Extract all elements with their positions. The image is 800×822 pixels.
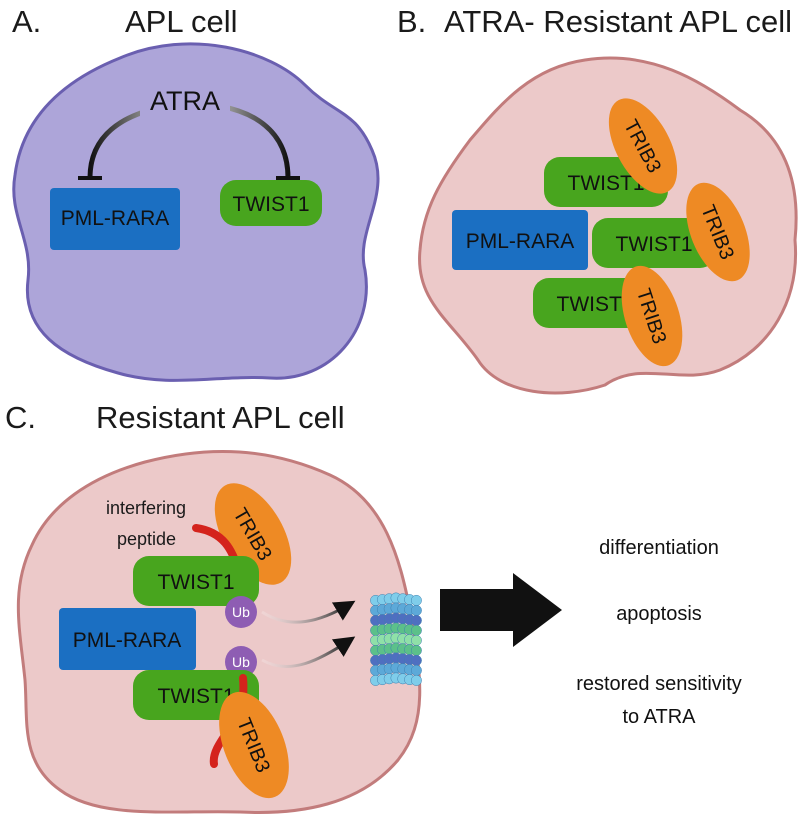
outcome-to-atra: to ATRA (623, 706, 697, 728)
twist1-label-bottom: TWIST1 (557, 293, 634, 316)
panel-b-letter: B. (397, 4, 426, 39)
pml-rara-label: PML-RARA (466, 230, 575, 253)
ubiquitin-top (225, 596, 257, 628)
proteasome-subunit (410, 674, 422, 686)
ubiquitin-label-bottom: Ub (232, 654, 250, 670)
outcome-differentiation: differentiation (599, 537, 719, 559)
twist1-label-middle: TWIST1 (616, 233, 693, 256)
proteasome-subunit (410, 594, 422, 606)
proteasome (370, 592, 422, 686)
apl-cell-membrane (12, 42, 380, 382)
outcome-arrow (440, 573, 562, 647)
proteasome-subunit (410, 664, 422, 676)
proteasome-subunit (410, 604, 422, 616)
panel-a: A. APL cell ATRA PML-RARA TWIST1 (12, 4, 380, 382)
pml-rara-box (59, 608, 196, 670)
pml-rara-label: PML-RARA (61, 207, 170, 230)
proteasome-subunit (410, 614, 422, 626)
outcome-restored-sensitivity: restored sensitivity (576, 673, 742, 695)
panel-c-title: Resistant APL cell (96, 400, 345, 435)
pml-rara-label: PML-RARA (73, 629, 182, 652)
twist1-label-bottom: TWIST1 (158, 685, 235, 708)
pml-rara-box (50, 188, 180, 250)
degradation-arrow-bottom (261, 636, 356, 669)
outcome-apoptosis: apoptosis (616, 603, 702, 625)
pml-rara-box (452, 210, 588, 270)
peptide-label: peptide (117, 529, 176, 549)
twist1-box-middle (592, 218, 716, 268)
panel-b: B. ATRA- Resistant APL cell PML-RARA TWI… (397, 4, 798, 395)
proteasome-subunit (410, 654, 422, 666)
atra-label: ATRA (150, 86, 220, 116)
panel-c: C. Resistant APL cell interfering peptid… (5, 400, 742, 814)
trib3-protein-bottom: TRIB3 (621, 265, 683, 367)
panel-b-title: ATRA- Resistant APL cell (444, 4, 792, 39)
proteasome-subunit (410, 624, 422, 636)
proteasome-subunit (410, 644, 422, 656)
trib3-protein-bottom: TRIB3 (219, 691, 289, 799)
interfering-label: interfering (106, 498, 186, 518)
twist1-box (220, 180, 322, 226)
panel-a-title: APL cell (125, 4, 238, 39)
trib3-protein-top: TRIB3 (608, 98, 678, 194)
panel-a-letter: A. (12, 4, 41, 39)
resistant-cell-membrane (16, 449, 422, 814)
degradation-arrow-top (261, 600, 356, 624)
panel-c-letter: C. (5, 400, 36, 435)
ubiquitin-label-top: Ub (232, 604, 250, 620)
proteasome-subunit (410, 634, 422, 646)
trib3-protein-middle: TRIB3 (686, 182, 750, 282)
twist1-label-top: TWIST1 (158, 571, 235, 594)
twist1-label-top: TWIST1 (568, 172, 645, 195)
twist1-label: TWIST1 (233, 193, 310, 216)
twist1-box-top (133, 556, 259, 606)
